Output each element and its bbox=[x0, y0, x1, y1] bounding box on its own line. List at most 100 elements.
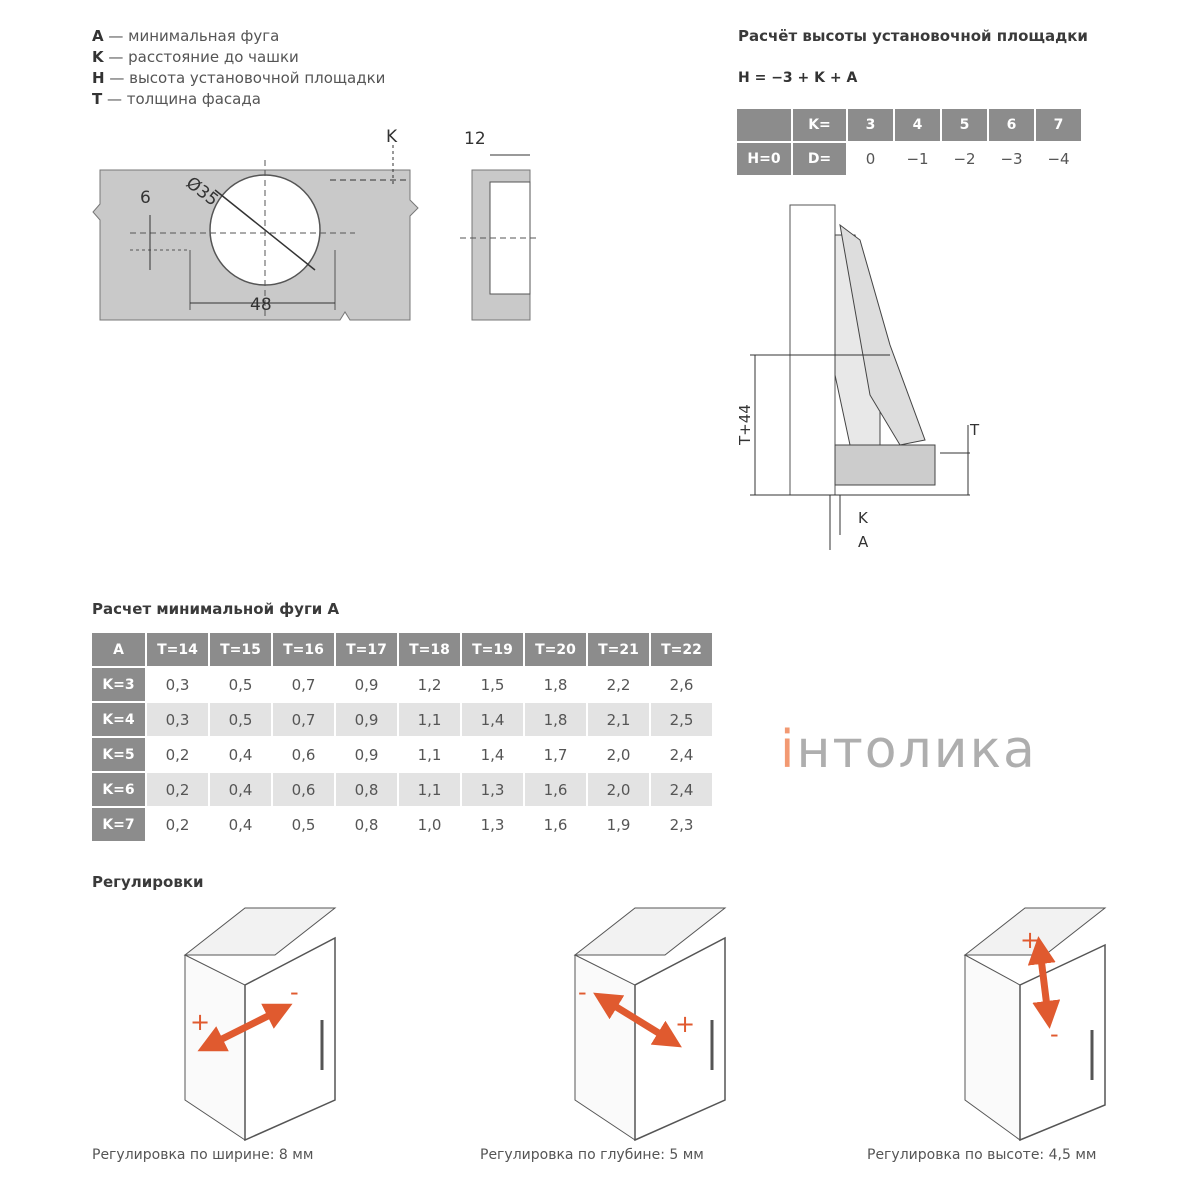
header-cell: T=20 bbox=[525, 633, 586, 666]
cell: 2,4 bbox=[669, 745, 694, 764]
cell: 0,2 bbox=[147, 773, 208, 806]
legend-item: K — расстояние до чашки bbox=[92, 47, 385, 68]
legend-key: K bbox=[92, 48, 104, 66]
cell: 2,1 bbox=[588, 703, 649, 736]
cell: 0,4 bbox=[210, 773, 271, 806]
cell: 0,7 bbox=[273, 703, 334, 736]
cell: 2,5 bbox=[651, 703, 712, 736]
cell: 1,6 bbox=[543, 815, 568, 834]
cell: 0,4 bbox=[228, 815, 253, 834]
header-cell: 4 bbox=[895, 109, 940, 141]
cell: 0,5 bbox=[291, 815, 316, 834]
header-cell: T=18 bbox=[399, 633, 460, 666]
legend-text: — расстояние до чашки bbox=[103, 48, 299, 66]
header-cell: T=16 bbox=[273, 633, 334, 666]
height-calc-table: K= 3 4 5 6 7 H=0 D= 0 −1 −2 −3 −4 bbox=[735, 107, 1083, 177]
cell: 2,0 bbox=[606, 745, 631, 764]
cell: 0,8 bbox=[354, 815, 379, 834]
dim-k2: K bbox=[858, 509, 869, 527]
header-cell: 6 bbox=[989, 109, 1034, 141]
cell: 1,4 bbox=[480, 745, 505, 764]
dim-12: 12 bbox=[464, 129, 486, 149]
cell: 0,9 bbox=[354, 745, 379, 764]
cell: 0,5 bbox=[210, 703, 271, 736]
cell: 0,2 bbox=[165, 745, 190, 764]
cell: 1,2 bbox=[417, 675, 442, 694]
cabinet-width-adjust: + - bbox=[183, 907, 337, 1142]
header-cell: T=14 bbox=[147, 633, 208, 666]
header-cell: 7 bbox=[1036, 109, 1081, 141]
dim-48: 48 bbox=[250, 295, 272, 315]
cell: 2,2 bbox=[606, 675, 631, 694]
hinge-side-diagram: T+44 T K A bbox=[736, 204, 980, 551]
cell: 1,8 bbox=[543, 675, 568, 694]
minus-sign: - bbox=[290, 978, 299, 1006]
cell: 1,0 bbox=[417, 815, 442, 834]
cell: 0,2 bbox=[165, 815, 190, 834]
caption-width: Регулировка по ширине: 8 мм bbox=[92, 1147, 314, 1163]
header-cell bbox=[737, 109, 791, 141]
header-cell: T=21 bbox=[588, 633, 649, 666]
minus-sign: - bbox=[1050, 1020, 1059, 1048]
cell: 2,4 bbox=[651, 773, 712, 806]
cell: −4 bbox=[1047, 150, 1070, 168]
cell: 0,9 bbox=[336, 703, 397, 736]
cell: 2,3 bbox=[669, 815, 694, 834]
header-cell: A bbox=[92, 633, 145, 666]
legend-item: H — высота установочной площадки bbox=[92, 68, 385, 89]
legend-item: A — минимальная фуга bbox=[92, 26, 385, 47]
logo-i: i bbox=[780, 720, 797, 780]
cell: 0,6 bbox=[291, 745, 316, 764]
depth-arrow bbox=[593, 992, 682, 1048]
cell: 0,6 bbox=[273, 773, 334, 806]
row-head: H=0 bbox=[737, 143, 791, 175]
cell: 0 bbox=[865, 150, 876, 168]
width-arrow bbox=[197, 1003, 293, 1052]
cup-drilling-diagram: 6 Ø35 48 K 12 bbox=[92, 127, 540, 321]
dim-a: A bbox=[858, 533, 869, 551]
watermark-logo: iнтолика bbox=[780, 720, 1037, 780]
legend-text: — высота установочной площадки bbox=[104, 69, 386, 87]
header-cell: 5 bbox=[942, 109, 987, 141]
row-head: K=5 bbox=[92, 738, 145, 771]
dim-6: 6 bbox=[140, 188, 151, 208]
row-head: K=4 bbox=[92, 703, 145, 736]
table-row: K= 3 4 5 6 7 bbox=[737, 109, 1081, 141]
cell: 2,6 bbox=[669, 675, 694, 694]
cell: 1,1 bbox=[399, 703, 460, 736]
header-cell: T=22 bbox=[651, 633, 712, 666]
gap-calc-title: Расчет минимальной фуги А bbox=[92, 600, 340, 618]
cell: 1,1 bbox=[399, 773, 460, 806]
header-cell: K= bbox=[793, 109, 846, 141]
legend-item: T — толщина фасада bbox=[92, 89, 385, 110]
logo-text: нтолика bbox=[796, 720, 1037, 780]
cell: 1,9 bbox=[606, 815, 631, 834]
plus-sign: + bbox=[675, 1010, 695, 1038]
cell: 0,8 bbox=[336, 773, 397, 806]
cell: 1,4 bbox=[462, 703, 523, 736]
caption-depth: Регулировка по глубине: 5 мм bbox=[480, 1147, 704, 1163]
caption-height: Регулировка по высоте: 4,5 мм bbox=[867, 1147, 1097, 1163]
dim-k: K bbox=[386, 127, 398, 147]
legend-text: — минимальная фуга bbox=[103, 27, 280, 45]
cell: 0,3 bbox=[165, 675, 190, 694]
cell: 2,0 bbox=[588, 773, 649, 806]
cell: −1 bbox=[906, 150, 929, 168]
minus-sign: - bbox=[578, 978, 587, 1006]
cell: 1,3 bbox=[480, 815, 505, 834]
header-cell: T=15 bbox=[210, 633, 271, 666]
cell: 1,5 bbox=[480, 675, 505, 694]
cell: 0,4 bbox=[228, 745, 253, 764]
cell: −3 bbox=[1000, 150, 1023, 168]
plus-sign: + bbox=[1020, 926, 1040, 954]
cell: 0,7 bbox=[291, 675, 316, 694]
